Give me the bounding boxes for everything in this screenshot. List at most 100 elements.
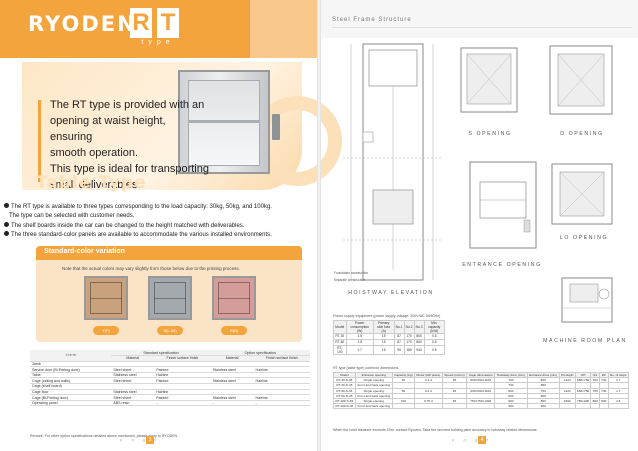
- color-swatch: [148, 276, 192, 320]
- hero-text: The RT type is provided with an opening …: [50, 97, 210, 193]
- spec-cell: [210, 361, 254, 368]
- header-accent: [250, 0, 317, 58]
- table1-caption: Power supply equipment (power supply vol…: [333, 314, 441, 318]
- spec-cell: Stainless steel: [111, 372, 155, 379]
- table-cell: [441, 403, 468, 410]
- variation-tab: [36, 246, 302, 260]
- spec-cell: Cage floor: [30, 389, 112, 396]
- table-cell: 600×600×1100: [466, 377, 496, 384]
- operating-panel-photo: [272, 114, 280, 140]
- table-header-cell: Pit depth: [558, 371, 576, 379]
- table-header-cell: Speed (m/min): [441, 371, 468, 379]
- hero-line: opening at waist height, ensuring: [50, 115, 166, 143]
- swatch-door: [90, 282, 122, 314]
- section-title: Table Type: [36, 173, 147, 193]
- brand-logo: RYODEN: [28, 12, 137, 36]
- swatch-door: [154, 282, 186, 314]
- spec-cell: -: [210, 400, 254, 407]
- spec-cell: Table: [30, 372, 112, 379]
- table-cell: [391, 403, 415, 410]
- page-label: p a g e: [452, 437, 493, 442]
- machine-room-plan-drawing: [561, 277, 613, 323]
- hero-line: small deliverables.: [50, 179, 141, 191]
- caption-machine-room-plan: MACHINE ROOM PLAN: [543, 338, 627, 344]
- spec-header-item: I t e m: [30, 350, 112, 362]
- lo-opening-drawing: [551, 163, 613, 225]
- table-cell: [574, 403, 592, 410]
- title-rule: [332, 27, 632, 28]
- bullet-icon: [4, 231, 9, 236]
- bullet-item: The shelf boards inside the car can be c…: [4, 222, 314, 230]
- table-cell: RT-100-D-45: [333, 403, 356, 410]
- table-cell: 185: [403, 344, 415, 355]
- table-cell: [607, 403, 630, 410]
- table-cell: Front and back opening: [354, 403, 393, 410]
- table-cell: 1.7: [345, 344, 374, 355]
- spec-cell: [154, 383, 211, 390]
- bullet-item: The three standard-color panels are avai…: [4, 231, 314, 239]
- spec-cell: [253, 372, 310, 379]
- swatch-label: S(L-04): [157, 326, 183, 335]
- table-cell: 780×900: [574, 397, 592, 405]
- caption-hoistway-elevation: HOISTWAY ELEVATION: [348, 290, 434, 296]
- spec-cell: [154, 361, 211, 368]
- table-header-cell: Model: [333, 320, 347, 334]
- color-swatch: [84, 276, 128, 320]
- spec-cell: Hairline: [253, 366, 310, 373]
- table-cell: [413, 403, 443, 410]
- table-cell: [590, 403, 600, 410]
- model-badge: R T type: [130, 8, 180, 48]
- table-cell: RT-100-S-45: [333, 397, 356, 405]
- dumbwaiter-shelf: [188, 120, 260, 123]
- hoistway-elevation-drawing: [343, 43, 443, 281]
- table-cell: Front and back opening: [354, 392, 393, 399]
- spec-cell: Steel sheet: [111, 366, 155, 373]
- spec-cell: Painted: [154, 377, 211, 385]
- spec-header-material: Material: [111, 355, 155, 362]
- table-cell: 15: [372, 344, 395, 355]
- spec-cell: [210, 389, 254, 396]
- table-header-cell: No.1: [393, 320, 405, 334]
- dumbwaiter-photo: [178, 70, 270, 174]
- right-title: Steel Frame Structure: [332, 17, 412, 23]
- table-cell: 600×600×1100: [466, 387, 496, 394]
- table-header-cell: Power consumption (W): [345, 320, 374, 334]
- spec-row: Service door (Bi-Parting door)Steel shee…: [30, 366, 310, 373]
- spec-cell: Cage (Bi-Parting door): [30, 394, 112, 401]
- spec-cell: Operating panel: [30, 400, 112, 407]
- table-cell: Front and back opening: [354, 382, 393, 389]
- page-number: 3: [146, 436, 154, 444]
- spec-cell: [253, 361, 310, 368]
- spec-cell: Hairline: [154, 389, 211, 396]
- table-cell: RT-30-S-45: [333, 377, 356, 384]
- spec-row: Jamb: [30, 361, 310, 368]
- spec-cell: [111, 383, 155, 390]
- swatch-label: Y(P): [93, 326, 119, 335]
- book-spine: [317, 0, 321, 451]
- spec-cell: Hairline: [253, 377, 310, 385]
- s-opening-drawing: [460, 47, 518, 113]
- table-cell: [558, 403, 576, 410]
- swatch-door: [218, 282, 250, 314]
- table-cell: 660×750: [574, 377, 592, 384]
- table-header-cell: Capacity (kg): [391, 371, 415, 379]
- spec-cell: Stainless steel: [210, 394, 254, 401]
- caption-lo-opening: LO OPENING: [559, 235, 609, 241]
- dumbwaiter-car: [188, 80, 260, 166]
- swatch-label: R(B): [221, 326, 247, 335]
- spec-header-finish: Finish surface finish: [253, 355, 310, 362]
- bullet-continuation: The type can be selected with customer n…: [9, 213, 135, 219]
- table2-caption: RT type (table type) common dimensions: [333, 366, 399, 370]
- variation-title: Standard-color variation: [44, 248, 125, 255]
- table-cell: 0.5: [423, 344, 446, 355]
